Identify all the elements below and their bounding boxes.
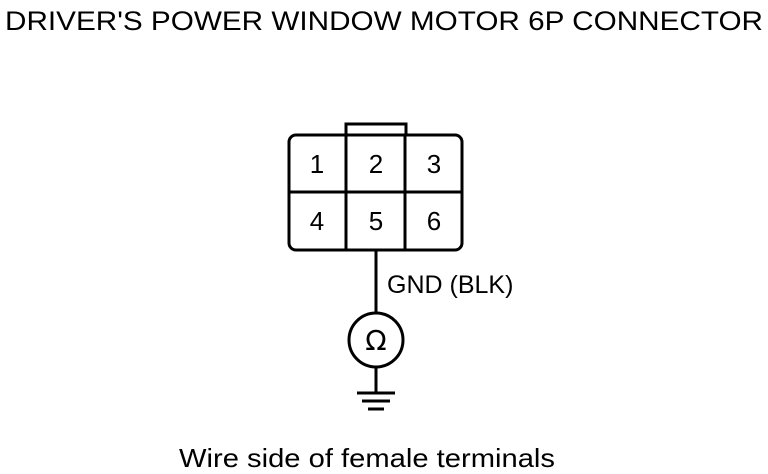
- pin-4-label: 4: [310, 206, 324, 236]
- pin-2-label: 2: [369, 149, 383, 179]
- connector-6p: [287, 122, 464, 252]
- gnd-wire-label: GND (BLK): [387, 271, 513, 299]
- pin-3-label: 3: [427, 149, 441, 179]
- pin-1-label: 1: [310, 149, 324, 179]
- ohmmeter-icon: Ω: [347, 311, 405, 369]
- diagram-caption: Wire side of female terminals: [179, 443, 555, 473]
- diagram-title: DRIVER'S POWER WINDOW MOTOR 6P CONNECTOR: [5, 6, 763, 36]
- pin-5-label: 5: [369, 206, 383, 236]
- ground-icon: [357, 391, 395, 411]
- pin-6-label: 6: [427, 206, 441, 236]
- ohm-symbol: Ω: [365, 324, 386, 357]
